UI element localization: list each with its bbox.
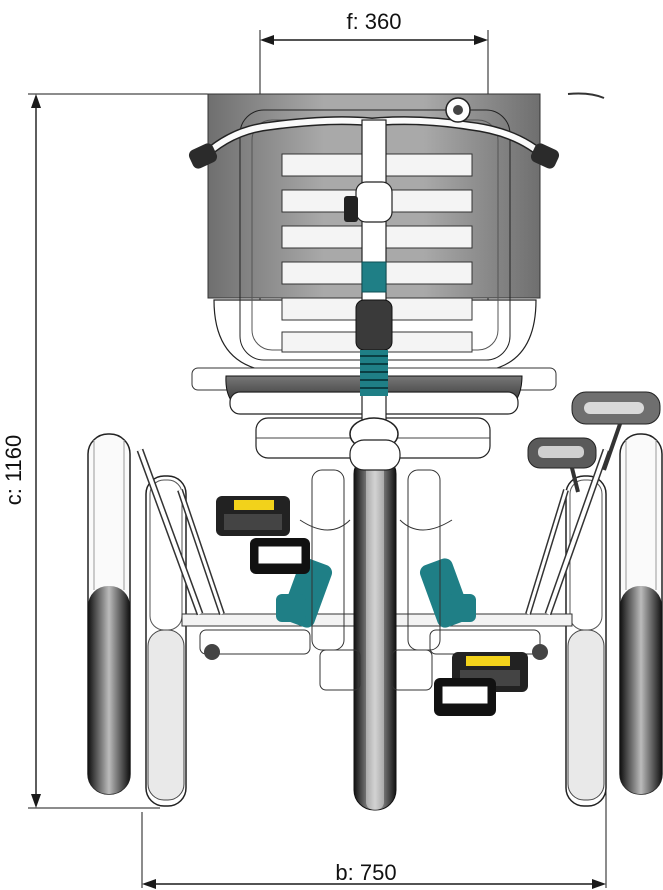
seat-strut-right	[525, 448, 610, 616]
suspension-spring	[360, 350, 388, 396]
dimension-left-label: c: 1160	[1, 435, 26, 506]
fender-right	[565, 475, 607, 807]
pedal-upper-left	[216, 496, 290, 536]
dimension-top-label: f: 360	[346, 9, 401, 34]
rear-wheel-right	[619, 433, 663, 795]
pedal-lower-left	[250, 538, 310, 574]
seat-slats	[281, 153, 473, 353]
frame-tubes	[276, 558, 476, 628]
seat-strut-left	[136, 448, 225, 616]
dimension-left: c: 1160	[1, 93, 320, 809]
rear-wheel-left	[87, 433, 131, 795]
mirror-fragment	[567, 92, 605, 99]
dimension-bottom-label: b: 750	[335, 860, 396, 885]
pedal-lower-right	[434, 678, 496, 716]
control-pad-lower	[527, 437, 597, 493]
drivetrain	[299, 469, 453, 691]
control-pad-upper	[571, 391, 661, 471]
front-wheel	[349, 439, 401, 811]
